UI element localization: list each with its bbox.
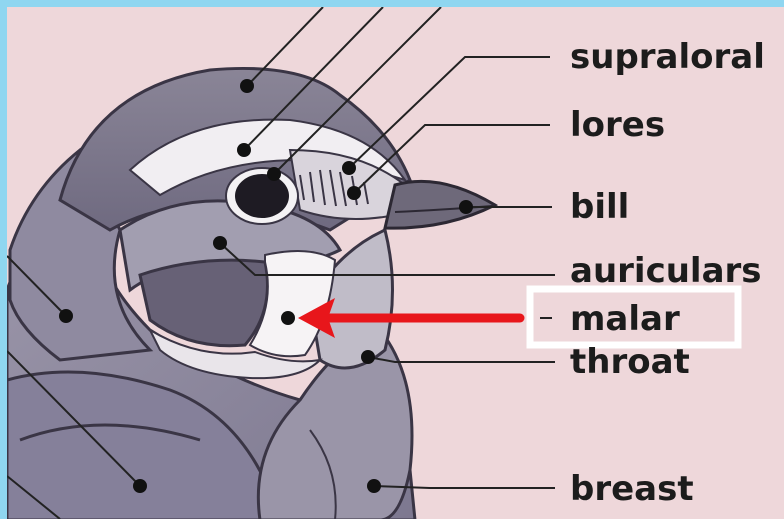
marker-wing [133, 479, 147, 493]
label-bill: bill [570, 187, 629, 227]
label-lores: lores [570, 105, 665, 145]
label-auriculars: auriculars [570, 251, 762, 291]
red-arrow [298, 298, 520, 338]
diagram-page: supraloral lores bill auriculars malar t… [7, 7, 784, 519]
marker-throat [361, 350, 375, 364]
label-malar: malar [570, 299, 680, 339]
bird-head-diagram: supraloral lores bill auriculars malar t… [7, 7, 784, 519]
label-supraloral: supraloral [570, 37, 765, 77]
marker-eyering [267, 167, 281, 181]
eye [235, 174, 289, 218]
marker-breast [367, 479, 381, 493]
marker-nape [59, 309, 73, 323]
marker-crown [240, 79, 254, 93]
marker-malar [281, 311, 295, 325]
marker-auriculars [213, 236, 227, 250]
cheek-patch [140, 260, 268, 346]
marker-supercilium [237, 143, 251, 157]
label-breast: breast [570, 469, 694, 509]
bill [385, 181, 495, 228]
label-throat: throat [570, 342, 690, 382]
marker-supraloral [342, 161, 356, 175]
marker-lores [347, 186, 361, 200]
marker-bill [459, 200, 473, 214]
